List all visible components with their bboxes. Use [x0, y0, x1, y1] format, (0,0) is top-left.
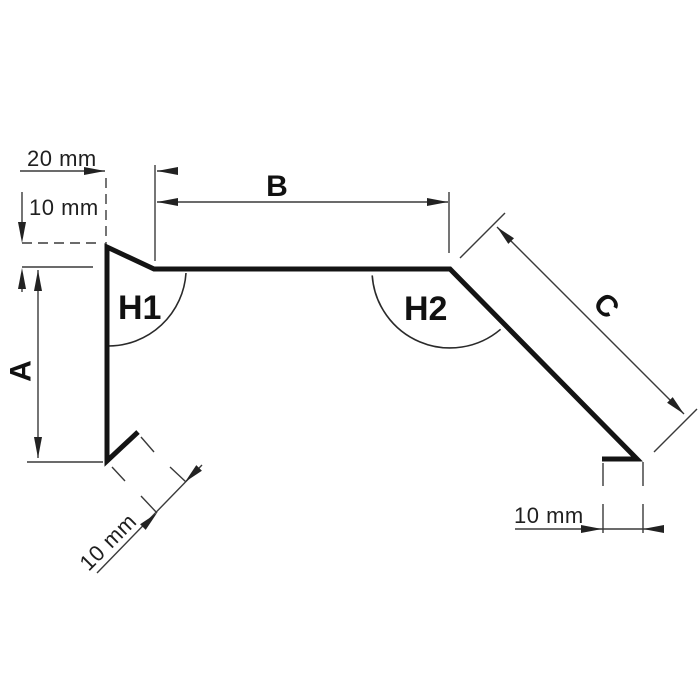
label-H2: H2 — [404, 290, 447, 328]
arrowhead-up-icon — [18, 268, 26, 289]
angle-arc-H2 — [371, 275, 502, 349]
dimension-left-height-A: A — [5, 270, 103, 463]
arrowhead-right-icon — [84, 167, 105, 175]
label-H1: H1 — [118, 289, 161, 327]
dimension-top-offset-20mm: 20 mm — [20, 146, 178, 261]
label-10mm-top: 10 mm — [29, 195, 99, 220]
profile-outline — [104, 243, 643, 467]
extension-line-1 — [111, 466, 158, 514]
label-10mm-left-lip: 10 mm — [75, 509, 142, 576]
arrowhead-upleft-icon — [497, 227, 514, 244]
extension-line-top — [459, 212, 506, 259]
arrowhead-downright-icon — [667, 397, 684, 414]
arrowhead-up-icon — [34, 270, 42, 291]
arrowhead-right-icon — [427, 198, 448, 206]
dimension-top-drop-10mm: 10 mm — [18, 192, 101, 292]
arrowhead-left-icon — [157, 167, 178, 175]
arrowhead-left-icon — [643, 525, 664, 533]
extension-line-bottom — [653, 408, 698, 453]
label-A: A — [5, 360, 38, 382]
label-10mm-right-lip: 10 mm — [514, 503, 584, 528]
arrowhead-down-icon — [34, 437, 42, 458]
dimension-right-lip-10mm: 10 mm — [514, 462, 664, 533]
arrowhead-right-icon — [581, 525, 602, 533]
arrowhead-downleft-icon — [185, 465, 202, 482]
label-20mm: 20 mm — [27, 146, 97, 171]
angle-H2: H2 — [371, 275, 502, 349]
dimension-left-lip-10mm: 10 mm — [75, 436, 203, 576]
dimension-top-width-B: B — [157, 170, 450, 253]
angle-H1: H1 — [107, 272, 187, 347]
label-B: B — [266, 170, 288, 203]
dim-line-C — [496, 226, 685, 415]
arrowhead-upright-icon — [140, 513, 157, 530]
angle-arc-H1 — [107, 272, 187, 347]
label-C: C — [587, 287, 626, 326]
extension-line-2 — [140, 436, 187, 483]
extension-lines-vertical — [602, 462, 644, 533]
arrowhead-down-icon — [18, 222, 26, 243]
arrowhead-left-icon — [157, 198, 178, 206]
